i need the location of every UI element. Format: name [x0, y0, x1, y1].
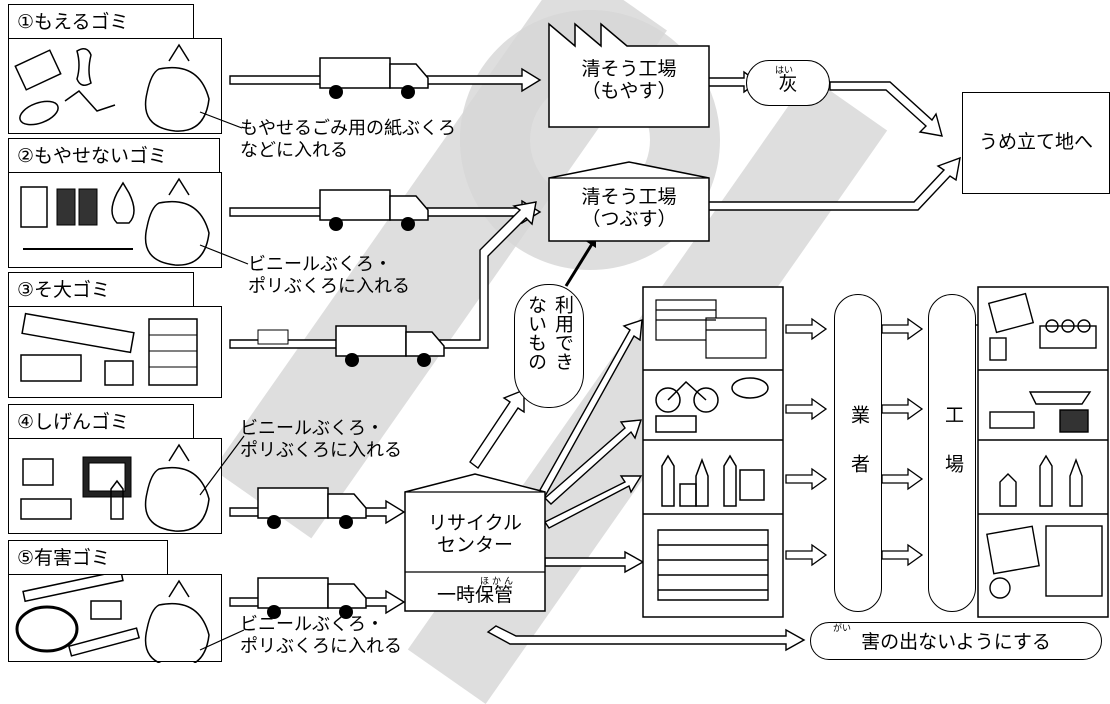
- unusable-items-node: 利用でき ないもの: [514, 284, 584, 408]
- category-non-burnable: ②もやせないゴミ: [6, 138, 222, 268]
- category-title: ②もやせないゴミ: [8, 138, 220, 172]
- flow-arrow: [486, 625, 806, 652]
- landfill-label: うめ立て地へ: [978, 131, 1093, 153]
- flow-arrow: [539, 318, 643, 500]
- note-line: ビニールぶくろ・: [248, 254, 392, 275]
- unusable-label-col2: ないもの: [525, 295, 547, 371]
- building-roof-icon: [548, 161, 710, 242]
- harmless-label: 害の出ないようにする: [861, 631, 1051, 653]
- plant-crush: 清そう工場 （つぶす）: [548, 160, 710, 242]
- unusable-label-col1: 利用でき: [552, 295, 574, 371]
- category-title: ⑤有害ゴミ: [8, 540, 168, 574]
- ship-car-camera-icon: [989, 391, 1092, 433]
- burnable-items-illustration: [14, 43, 210, 132]
- label-line: （もやす）: [581, 80, 677, 102]
- flow-arrow: [829, 81, 943, 137]
- ruby-text: がい: [833, 624, 852, 634]
- clothes-bundle-icon: [657, 529, 769, 601]
- telephone-icon: [257, 329, 289, 345]
- note-line: ビニールぶくろ・: [240, 614, 384, 635]
- bottles-cans-icon: [661, 454, 765, 507]
- dealer-node: 業者: [834, 294, 882, 612]
- category-note: ビニールぶくろ・ ポリぶくろに入れる: [248, 254, 410, 298]
- category-burnable: ①もえるゴミ: [6, 4, 222, 134]
- category-illustration-box: [8, 574, 222, 663]
- bag-cloth-icon: [986, 525, 1103, 599]
- non-burnable-items-illustration: [20, 177, 210, 266]
- category-note: ビニールぶくろ・ ポリぶくろに入れる: [240, 614, 402, 658]
- flow-arrow: [229, 201, 537, 349]
- flow-arrow: [469, 388, 525, 470]
- category-title: ③そ大ゴミ: [8, 272, 194, 306]
- note-line: ポリぶくろに入れる: [240, 636, 402, 657]
- recyclable-items-illustration: [20, 443, 210, 532]
- harmless-node: がい 害の出ないようにする: [810, 622, 1102, 660]
- label-line: センター: [436, 534, 513, 556]
- label-line: （つぶす）: [581, 208, 677, 230]
- dealer-label: 業者: [848, 405, 870, 503]
- ruby-text: ほかん: [480, 577, 517, 587]
- category-illustration-box: [8, 438, 222, 534]
- note-leader-line: [199, 244, 249, 265]
- ash-node: はい 灰: [746, 60, 830, 106]
- garbage-truck: [319, 189, 429, 232]
- flow-arrow: [564, 243, 594, 287]
- ash-label: 灰: [778, 73, 798, 95]
- garbage-truck: [319, 57, 429, 100]
- flow-diagram-lines: [199, 57, 1109, 652]
- book-egg-carton-icon: [987, 292, 1097, 361]
- note-leader-line: [199, 111, 243, 129]
- ruby-text: はい: [775, 66, 794, 76]
- label-line: リサイクル: [427, 512, 523, 534]
- bicycle-pot-car-icon: [655, 377, 769, 433]
- factory-roof-icon: [548, 22, 710, 128]
- plant-burn: 清そう工場 （もやす）: [548, 22, 710, 128]
- garbage-truck: [257, 487, 367, 530]
- category-note: ビニールぶくろ・ ポリぶくろに入れる: [240, 418, 402, 462]
- category-illustration-box: [8, 306, 222, 398]
- factory-label: 工場: [942, 405, 964, 503]
- hazardous-items-illustration: [15, 575, 210, 663]
- note-line: もやせるごみ用の紙ぶくろ: [240, 118, 456, 139]
- landfill-box: うめ立て地へ: [962, 92, 1110, 194]
- note-leader-line: [199, 629, 245, 651]
- recycle-center: リサイクル センター ほかん 一時保管: [404, 472, 546, 612]
- note-line: ポリぶくろに入れる: [248, 276, 410, 297]
- category-hazardous: ⑤有害ゴミ: [6, 540, 222, 663]
- factory-node: 工場: [928, 294, 976, 612]
- flow-arrow: [785, 317, 972, 567]
- plant-burn-label: 清そう工場 （もやす）: [548, 58, 710, 102]
- note-line: ポリぶくろに入れる: [240, 440, 402, 461]
- building-roof-icon: [404, 473, 546, 612]
- recycled-bottles-icon: [999, 454, 1083, 507]
- flow-arrow: [543, 475, 643, 529]
- note-line: ビニールぶくろ・: [240, 418, 384, 439]
- garbage-truck: [257, 577, 367, 620]
- category-title: ④しげんゴミ: [8, 404, 194, 438]
- note-leader-line: [199, 435, 245, 496]
- newspaper-bundle-icon: [655, 299, 767, 359]
- category-title: ①もえるゴミ: [8, 4, 194, 38]
- flow-arrow: [707, 156, 961, 211]
- bulky-items-illustration: [20, 312, 198, 386]
- note-line: などに入れる: [240, 140, 348, 161]
- storage-label: 一時保管: [436, 584, 513, 606]
- category-recyclable: ④しげんゴミ: [6, 404, 222, 534]
- products-panel: [977, 286, 1109, 618]
- label-line: 清そう工場: [581, 58, 677, 80]
- flow-arrow: [543, 419, 643, 505]
- recycle-center-label: リサイクル センター: [404, 512, 546, 556]
- label-line: 清そう工場: [581, 186, 677, 208]
- category-illustration-box: [8, 38, 222, 134]
- category-note: もやせるごみ用の紙ぶくろ などに入れる: [240, 118, 456, 162]
- plant-crush-label: 清そう工場 （つぶす）: [548, 186, 710, 230]
- category-illustration-box: [8, 172, 222, 268]
- flow-arrow: [544, 550, 645, 574]
- garbage-truck: [335, 325, 445, 368]
- category-bulky: ③そ大ゴミ: [6, 272, 222, 398]
